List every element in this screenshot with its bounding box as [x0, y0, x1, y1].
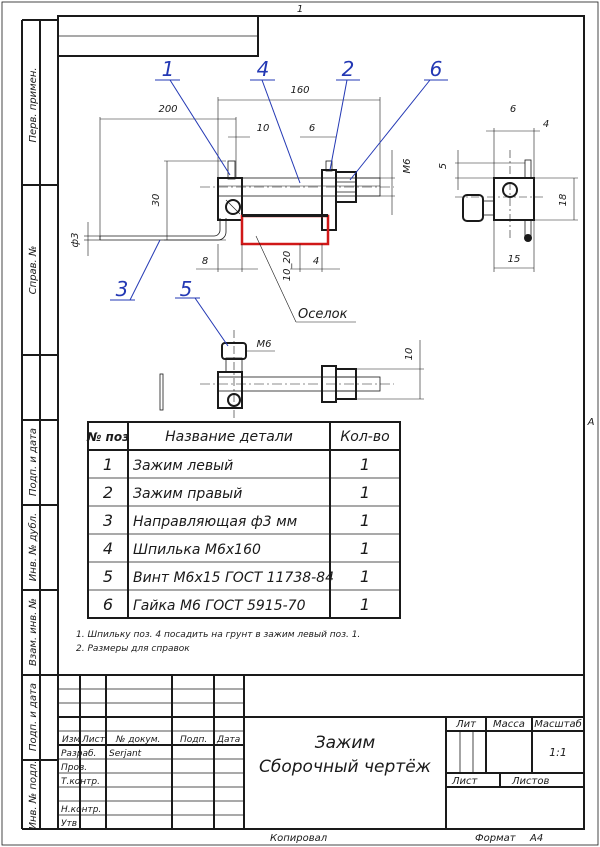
- tb-massa: Масса: [493, 719, 525, 730]
- tb-nkontr: Н.контр.: [61, 805, 101, 815]
- table-row-3-qty: 1: [360, 511, 370, 530]
- tb-tkontr: Т.контр.: [61, 777, 100, 787]
- dim-10-20: 10_20: [282, 251, 293, 281]
- table-row-1-pos: 1: [103, 455, 113, 474]
- table-header-pos: № поз: [86, 430, 129, 444]
- tb-listov: Листов: [511, 776, 549, 787]
- table-row-4-qty: 1: [360, 539, 370, 558]
- left-side-strip: Перв. примен. Справ. № Подп. и дата Инв.…: [21, 19, 58, 830]
- callout-4: 4: [257, 57, 270, 81]
- tb-utv: Утв: [61, 819, 77, 829]
- side-label-podp-data-2: Подп. и дата: [28, 683, 39, 751]
- dim-160: 160: [290, 85, 309, 96]
- side-view: [455, 150, 545, 242]
- dim-10a: 10: [257, 123, 270, 134]
- oselok-label: Оселок: [298, 307, 348, 322]
- dim-m6b: M6: [257, 339, 272, 350]
- side-label-perv-primen: Перв. примен.: [28, 67, 39, 142]
- dim-8: 8: [202, 256, 208, 267]
- main-view-dimensions: 200 160 10 6 M6 30 ф3 8 4 10_20: [70, 85, 413, 281]
- callout-2: 2: [342, 57, 355, 81]
- side-dim-6: 6: [510, 104, 516, 115]
- side-label-podp-data-1: Подп. и дата: [28, 428, 39, 496]
- table-row-6-name: Гайка M6 ГОСТ 5915-70: [133, 598, 306, 614]
- dim-phi3: ф3: [70, 233, 81, 248]
- table-header-qty: Кол-во: [340, 429, 389, 445]
- tb-col-list: Лист: [81, 735, 106, 745]
- table-row-6-qty: 1: [360, 595, 370, 614]
- dim-200: 200: [158, 104, 177, 115]
- tb-lit: Лит: [455, 719, 477, 730]
- side-dim-18: 18: [558, 194, 569, 207]
- dim-6a: 6: [309, 123, 315, 134]
- note-2: 2. Размеры для справок: [76, 644, 190, 654]
- table-row-6-pos: 6: [103, 595, 113, 614]
- side-label-vzam-inv: Взам. инв. №: [28, 598, 39, 666]
- table-row-2-pos: 2: [103, 483, 113, 502]
- side-label-inv-dubl: Инв. № дубл.: [27, 513, 39, 581]
- dim-30: 30: [151, 194, 162, 207]
- callouts: 1 4 2 6 3 5: [110, 57, 448, 347]
- title-block: Изм Лист № докум. Подп. Дата Разраб. Ser…: [58, 674, 584, 829]
- tb-prov: Пров.: [61, 763, 87, 773]
- table-row-4-name: Шпилька M6x160: [133, 542, 261, 558]
- side-label-inv-podl: Инв. № подл.: [28, 761, 39, 830]
- note-1: 1. Шпильку поз. 4 посадить на грунт в за…: [76, 630, 360, 640]
- callout-5: 5: [180, 277, 193, 301]
- tb-col-data: Дата: [216, 735, 240, 745]
- callout-6: 6: [430, 57, 443, 81]
- side-label-sprav-no: Справ. №: [28, 246, 39, 295]
- callout-1: 1: [162, 57, 175, 81]
- tb-col-izm: Изм: [62, 735, 81, 745]
- sheet-number: 1: [297, 4, 303, 15]
- table-row-3-name: Направляющая ф3 мм: [133, 514, 298, 530]
- table-header-name: Название детали: [165, 429, 293, 445]
- copied-label: Копировал: [270, 833, 328, 844]
- tb-col-doc: № докум.: [115, 735, 160, 745]
- table-row-2-qty: 1: [360, 483, 370, 502]
- format-label: Формат: [475, 833, 517, 844]
- table-row-4-pos: 4: [103, 539, 113, 558]
- tb-razrab: Разраб.: [61, 749, 96, 759]
- bottom-view: M6 10: [159, 330, 424, 420]
- tb-masshtab: Масштаб: [534, 718, 582, 730]
- tb-title-line1: Зажим: [315, 733, 376, 753]
- tb-scale-value: 1:1: [549, 746, 567, 759]
- table-row-2-name: Зажим правый: [133, 486, 242, 502]
- callout-3: 3: [116, 277, 129, 301]
- dim-10b: 10: [404, 348, 415, 361]
- side-mark-a: A: [587, 417, 595, 428]
- whetstone-outline: [240, 214, 330, 246]
- side-view-dimensions: 6 4 5 18 15: [438, 104, 578, 272]
- side-dim-5: 5: [438, 163, 449, 169]
- main-view: [99, 160, 394, 246]
- table-row-5-pos: 5: [103, 567, 113, 586]
- tb-razrab-name: Serjant: [109, 749, 142, 759]
- dim-m6a: M6: [402, 159, 413, 174]
- tb-col-podp: Подп.: [180, 735, 207, 745]
- format-value: A4: [529, 833, 543, 844]
- tb-title-line2: Сборочный чертёж: [259, 757, 432, 777]
- table-row-5-qty: 1: [360, 567, 370, 586]
- table-row-1-qty: 1: [360, 455, 370, 474]
- side-dim-15: 15: [508, 254, 521, 265]
- side-dim-4: 4: [543, 119, 549, 130]
- table-row-5-name: Винт M6x15 ГОСТ 11738-84: [133, 570, 334, 586]
- parts-table: № поз Название детали Кол-во 1 Зажим лев…: [86, 421, 401, 619]
- table-row-1-name: Зажим левый: [133, 458, 233, 474]
- tb-list: Лист: [451, 776, 479, 787]
- dim-4a: 4: [313, 256, 319, 267]
- table-row-3-pos: 3: [103, 511, 113, 530]
